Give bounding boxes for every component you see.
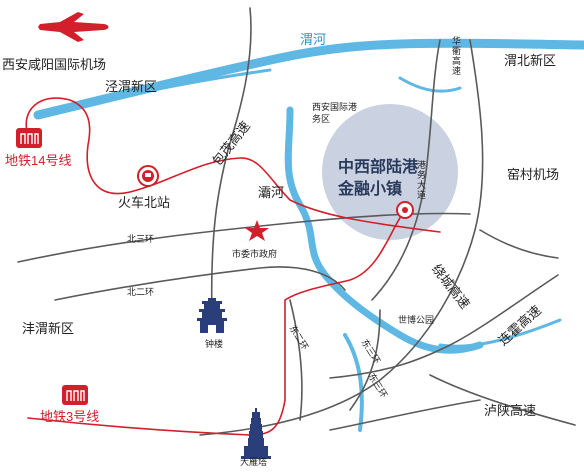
star-icon <box>245 220 269 241</box>
hub-circle <box>322 104 458 240</box>
label-north3: 北三环 <box>127 234 155 244</box>
label-bell-tower: 钟楼 <box>205 339 224 349</box>
raocheng-road <box>199 39 484 436</box>
hub-title-line2: 金融小镇 <box>338 181 403 198</box>
label-weihe: 渭河 <box>300 32 327 47</box>
baolu-road <box>429 374 576 426</box>
east3-road <box>349 309 381 411</box>
weihe-river <box>33 38 584 120</box>
label-north2: 北二环 <box>127 287 155 297</box>
north2-road <box>54 266 346 301</box>
target-icon <box>396 201 414 219</box>
chanhe-river <box>438 318 562 348</box>
label-north-station: 火车北站 <box>118 195 171 210</box>
east2-road <box>289 299 303 421</box>
baomao-road <box>210 7 252 321</box>
label-baohe: 灞河 <box>258 185 285 200</box>
southwest-road <box>329 399 481 431</box>
metro-icon <box>62 385 88 405</box>
label-baolu: 泸陕高速 <box>484 403 537 418</box>
metro-icon <box>16 128 42 148</box>
train-station-icon <box>137 165 159 187</box>
label-fengwei: 沣渭新区 <box>22 321 75 336</box>
label-gangwu: 西安国际港务区 <box>312 102 358 124</box>
bell-tower-icon <box>197 298 227 333</box>
airplane-icon <box>38 12 109 42</box>
label-shibo: 世博公园 <box>398 315 435 325</box>
east-ring-road <box>479 229 559 259</box>
label-gangwu-ave: 港务大道 <box>416 160 426 200</box>
label-weibei: 渭北新区 <box>504 53 557 68</box>
north3-road <box>17 212 471 263</box>
river-loop <box>398 76 462 93</box>
label-jingwei: 泾渭新区 <box>105 79 158 94</box>
label-yaocun: 窑村机场 <box>507 167 560 182</box>
label-airport: 西安咸阳国际机场 <box>2 57 107 72</box>
label-city-hall: 市委市政府 <box>232 249 278 259</box>
label-metro14: 地铁14号线 <box>5 153 72 168</box>
pagoda-icon <box>241 408 271 459</box>
metro14-line <box>25 97 441 233</box>
label-dayan: 大雁塔 <box>240 457 268 467</box>
baohe-branch <box>343 333 364 432</box>
label-quanxi: 华衢高速 <box>451 36 461 76</box>
hub-title-line1: 中西部陆港 <box>338 159 419 176</box>
label-metro3: 地铁3号线 <box>40 409 100 424</box>
lianhuo-road <box>329 274 559 379</box>
weihe-branch <box>48 68 272 117</box>
metro3-line <box>27 209 406 436</box>
gangwu-ave <box>371 39 441 301</box>
